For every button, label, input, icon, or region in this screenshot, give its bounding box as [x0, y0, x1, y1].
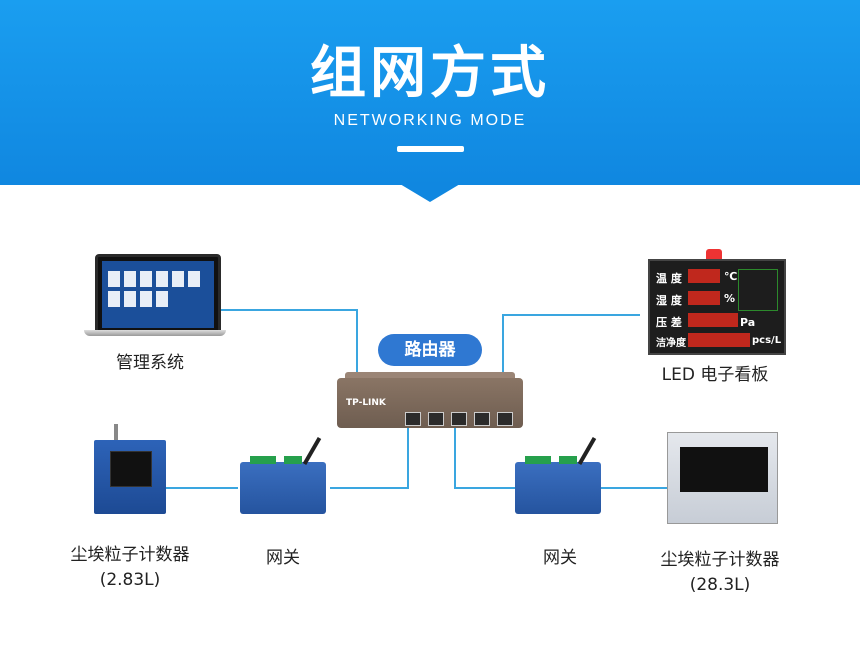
router-port	[405, 412, 421, 426]
led-row-unit: pcs/L	[752, 335, 782, 346]
router-port	[474, 412, 490, 426]
led-row-label: 湿 度	[656, 294, 682, 307]
led-status-panel	[738, 269, 778, 311]
management-label: 管理系统	[116, 353, 184, 373]
led-row-unit: %	[724, 292, 736, 305]
terminal-block	[284, 456, 302, 464]
led-row-label: 温 度	[656, 272, 682, 285]
router-port	[451, 412, 467, 426]
router-port	[497, 412, 513, 426]
led-row-humidity: 湿 度 %	[656, 291, 776, 307]
led-row-label: 压 差	[656, 316, 682, 329]
led-digits	[688, 313, 738, 327]
led-row-cleanliness: 洁净度 pcs/L	[656, 333, 781, 349]
gateway-left-label: 网关	[266, 548, 300, 568]
line-gateway-right	[454, 428, 515, 489]
counter-small-spec: (2.83L)	[99, 570, 161, 590]
laptop-base	[84, 330, 226, 336]
line-gateway-left	[330, 428, 409, 489]
terminal-block	[559, 456, 577, 464]
terminal-block	[525, 456, 551, 464]
led-digits	[688, 269, 720, 283]
led-row-unit: ℃	[724, 270, 738, 283]
laptop-display	[102, 261, 214, 328]
laptop-icon	[95, 254, 221, 335]
header-banner	[0, 0, 860, 185]
led-row-unit: Pa	[740, 316, 756, 329]
router-top	[345, 372, 515, 382]
particle-counter-large-icon	[667, 432, 778, 524]
particle-counter-small-icon	[94, 440, 166, 514]
router-port	[428, 412, 444, 426]
led-row-pressure: 压 差 Pa	[656, 313, 776, 329]
alarm-light-icon	[706, 249, 722, 259]
router-badge: 路由器	[378, 334, 482, 366]
led-row-temp: 温 度 ℃	[656, 269, 776, 285]
counter-large-spec: (28.3L)	[689, 575, 751, 595]
counter-large-label: 尘埃粒子计数器	[660, 550, 780, 570]
dashboard-thumbnail	[108, 271, 200, 307]
router-brand: TP-LINK	[346, 398, 386, 408]
led-digits	[688, 291, 720, 305]
led-row-label: 洁净度	[656, 338, 686, 349]
page-title: 组网方式	[310, 41, 550, 106]
counter-small-label: 尘埃粒子计数器	[70, 545, 190, 565]
gateway-left-icon	[240, 437, 326, 514]
line-led	[502, 314, 640, 376]
title-underline	[397, 146, 464, 152]
gateway-right-label: 网关	[543, 548, 577, 568]
counter-screen	[680, 447, 768, 492]
probe-icon	[114, 424, 118, 440]
counter-screen	[110, 451, 152, 487]
led-board-label: LED 电子看板	[661, 365, 769, 385]
banner-pointer	[400, 184, 460, 202]
gateway-right-icon	[515, 437, 601, 514]
page-subtitle: NETWORKING MODE	[333, 112, 527, 129]
line-management	[200, 309, 358, 376]
led-board-icon: 温 度 ℃ 湿 度 % 压 差 Pa 洁净度 pcs/L	[648, 259, 786, 355]
terminal-block	[250, 456, 276, 464]
led-digits	[688, 333, 750, 347]
